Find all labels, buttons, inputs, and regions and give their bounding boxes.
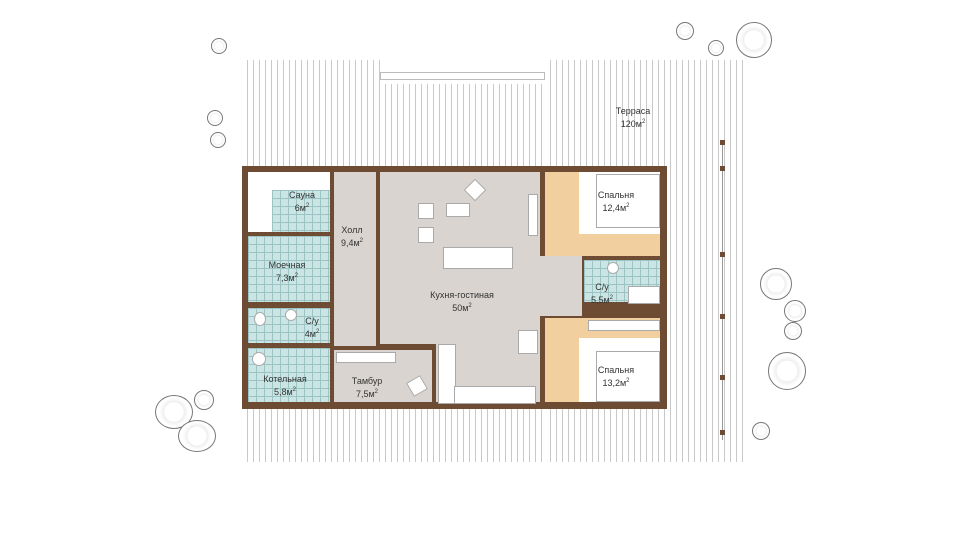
railing-post	[720, 252, 725, 257]
room-area: 12,4м	[602, 203, 627, 213]
tree-icon	[708, 40, 724, 56]
room-label-bathroom-left: С/у 4м2	[305, 316, 320, 340]
tree-icon	[784, 300, 806, 322]
area-unit-sup: 2	[609, 295, 614, 301]
tv-unit	[528, 194, 538, 236]
area-unit-sup: 2	[305, 203, 310, 209]
room-name: Терраса	[615, 106, 651, 116]
room-name: Холл	[341, 225, 363, 235]
room-label-terrace: Терраса 120м2	[616, 106, 651, 130]
room-area: 50м	[452, 303, 469, 313]
tree-icon	[211, 38, 227, 54]
tree-icon	[768, 352, 806, 390]
tree-icon	[752, 422, 770, 440]
area-unit-sup: 2	[626, 203, 630, 209]
railing-post	[720, 140, 725, 145]
area-unit-sup: 2	[626, 378, 630, 384]
room-name: Моечная	[268, 260, 306, 270]
room-label-bedroom-1: Спальня 12,4м2	[598, 190, 634, 214]
wardrobe-area	[545, 234, 660, 256]
room-area: 6м	[294, 203, 306, 213]
room-area: 5,8м	[273, 387, 293, 397]
washroom-room	[248, 236, 330, 302]
boiler	[252, 352, 266, 366]
room-label-bathroom-right: С/у 5,5м2	[591, 282, 613, 306]
dining-table	[518, 330, 538, 354]
room-name: С/у	[305, 316, 319, 326]
room-label-washroom: Моечная 7,3м2	[269, 260, 306, 284]
room-name: Тамбур	[351, 376, 383, 386]
area-unit-sup: 2	[641, 119, 646, 125]
tree-icon	[784, 322, 802, 340]
hall-room	[334, 172, 376, 346]
area-unit-sup: 2	[374, 389, 379, 395]
room-name: Кухня-гостиная	[430, 290, 494, 300]
wardrobe	[336, 352, 396, 363]
room-area: 4м	[304, 329, 316, 339]
area-unit-sup: 2	[315, 329, 320, 335]
kitchen-counter	[438, 344, 456, 404]
railing	[722, 140, 723, 440]
room-area: 7,5м	[355, 389, 375, 399]
tree-icon	[194, 390, 214, 410]
terrace-step	[380, 72, 545, 80]
sauna-tile	[272, 190, 330, 232]
room-name: Котельная	[263, 374, 307, 384]
tree-icon	[736, 22, 772, 58]
railing-post	[720, 314, 725, 319]
corridor	[540, 256, 582, 316]
room-name: Спальня	[597, 190, 635, 200]
room-area: 120м	[620, 119, 642, 129]
wardrobe	[588, 320, 660, 331]
area-unit-sup: 2	[294, 273, 299, 279]
room-name: С/у	[595, 282, 609, 292]
area-unit-sup: 2	[359, 238, 364, 244]
tree-icon	[178, 420, 216, 452]
area-unit-sup: 2	[292, 387, 297, 393]
tree-icon	[760, 268, 792, 300]
sink	[607, 262, 619, 274]
room-area: 13,2м	[602, 378, 627, 388]
sofa	[443, 247, 513, 269]
coffee-table	[446, 203, 470, 217]
railing-post	[720, 166, 725, 171]
room-label-sauna: Сауна 6м2	[289, 190, 315, 214]
room-label-bedroom-2: Спальня 13,2м2	[598, 365, 634, 389]
room-name: Сауна	[289, 190, 315, 200]
room-area: 9,4м	[340, 238, 360, 248]
room-label-boiler: Котельная 5,8м2	[263, 374, 307, 398]
room-area: 5,5м	[590, 295, 610, 305]
tree-icon	[210, 132, 226, 148]
bed	[596, 174, 660, 228]
room-label-kitchen-living: Кухня-гостиная 50м2	[430, 290, 494, 314]
area-unit-sup: 2	[468, 303, 472, 309]
shower-tray	[628, 286, 660, 304]
kitchen-counter	[454, 386, 536, 404]
armchair	[418, 203, 434, 219]
tree-icon	[207, 110, 223, 126]
railing-post	[720, 430, 725, 435]
armchair	[418, 227, 434, 243]
room-area: 7,3м	[275, 273, 295, 283]
tree-icon	[676, 22, 694, 40]
toilet	[254, 312, 266, 326]
sink	[285, 309, 297, 321]
railing-post	[720, 375, 725, 380]
room-label-hall: Холл 9,4м2	[341, 225, 363, 249]
bed	[596, 351, 660, 402]
room-name: Спальня	[597, 365, 635, 375]
room-label-vestibule: Тамбур 7,5м2	[352, 376, 383, 400]
